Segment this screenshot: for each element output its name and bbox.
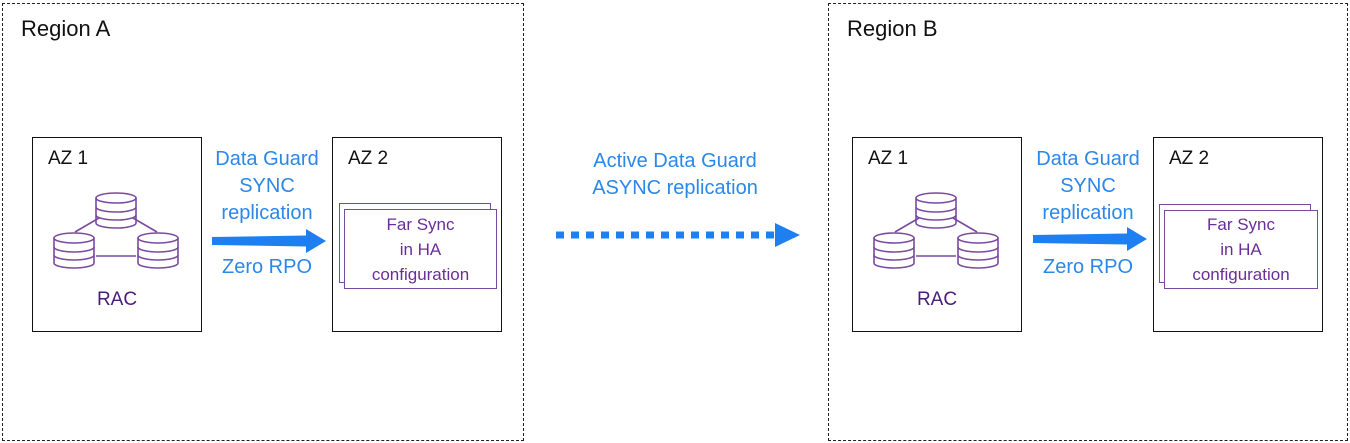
region-b-az1: AZ 1 RAC	[852, 137, 1022, 332]
rac-label: RAC	[96, 289, 138, 310]
database-cluster-icon	[53, 192, 179, 269]
rac-label: RAC	[916, 289, 958, 310]
zero-rpo-label: Zero RPO	[1042, 256, 1134, 278]
zero-rpo-label: Zero RPO	[221, 256, 313, 278]
az-label: AZ 2	[1169, 148, 1210, 169]
arrow-right-icon	[212, 229, 326, 253]
region-title: Region B	[847, 16, 938, 41]
sync-replication-label: Data Guard SYNC replication	[215, 148, 319, 224]
database-cluster-icon	[873, 192, 999, 269]
region-a-az1: AZ 1 RAC	[32, 137, 202, 332]
region-title: Region A	[21, 16, 111, 41]
region-a-az2: AZ 2 Far Sync in HA configuration	[332, 137, 502, 332]
az-label: AZ 1	[868, 148, 909, 169]
async-replication-label: Active Data Guard ASYNC replication	[592, 150, 758, 199]
dotted-arrow-right-icon	[556, 223, 800, 247]
farsync-box: Far Sync in HA configuration	[1164, 210, 1318, 289]
az-label: AZ 2	[348, 148, 389, 169]
az-label: AZ 1	[48, 148, 89, 169]
arrow-right-icon	[1033, 227, 1147, 251]
sync-replication-label: Data Guard SYNC replication	[1036, 148, 1140, 224]
region-b-az2: AZ 2 Far Sync in HA configuration	[1153, 137, 1323, 332]
farsync-box: Far Sync in HA configuration	[344, 209, 497, 289]
